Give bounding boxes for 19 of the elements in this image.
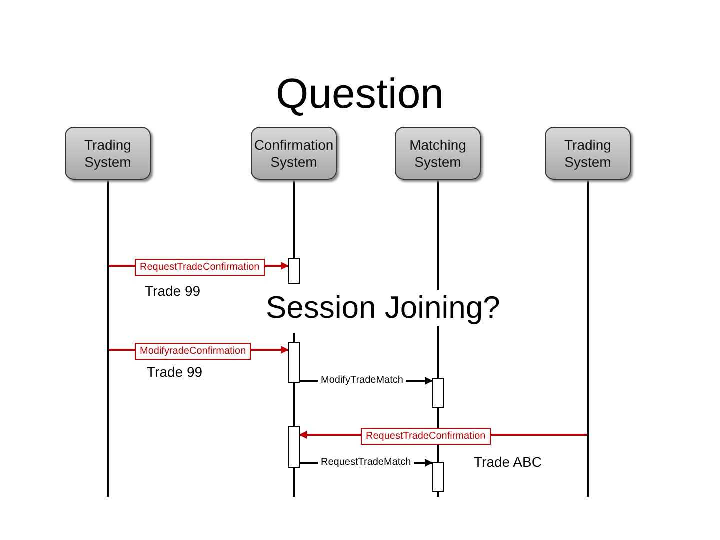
activation-bar bbox=[432, 462, 444, 492]
note-text: Trade 99 bbox=[147, 364, 203, 380]
participant-box: Matching System bbox=[395, 127, 481, 180]
activation-bar bbox=[432, 378, 444, 408]
message-label: ModifyTradeMatch bbox=[318, 374, 406, 387]
title: Question bbox=[274, 70, 446, 118]
message-label: RequestTradeConfirmation bbox=[361, 428, 491, 445]
activation-bar bbox=[288, 342, 300, 383]
message-label: RequestTradeMatch bbox=[318, 456, 414, 469]
participant-box: Trading System bbox=[545, 127, 631, 180]
participant-box: Trading System bbox=[65, 127, 151, 180]
activation-bar bbox=[288, 258, 300, 284]
activation-bar bbox=[288, 426, 300, 468]
note-text: Trade 99 bbox=[145, 283, 201, 299]
note-text: Trade ABC bbox=[474, 454, 542, 470]
message-label: ModifyradeConfirmation bbox=[135, 343, 252, 360]
participant-box: Confirmation System bbox=[251, 127, 337, 180]
heading-text: Session Joining? bbox=[266, 290, 500, 326]
message-label: RequestTradeConfirmation bbox=[135, 259, 265, 276]
